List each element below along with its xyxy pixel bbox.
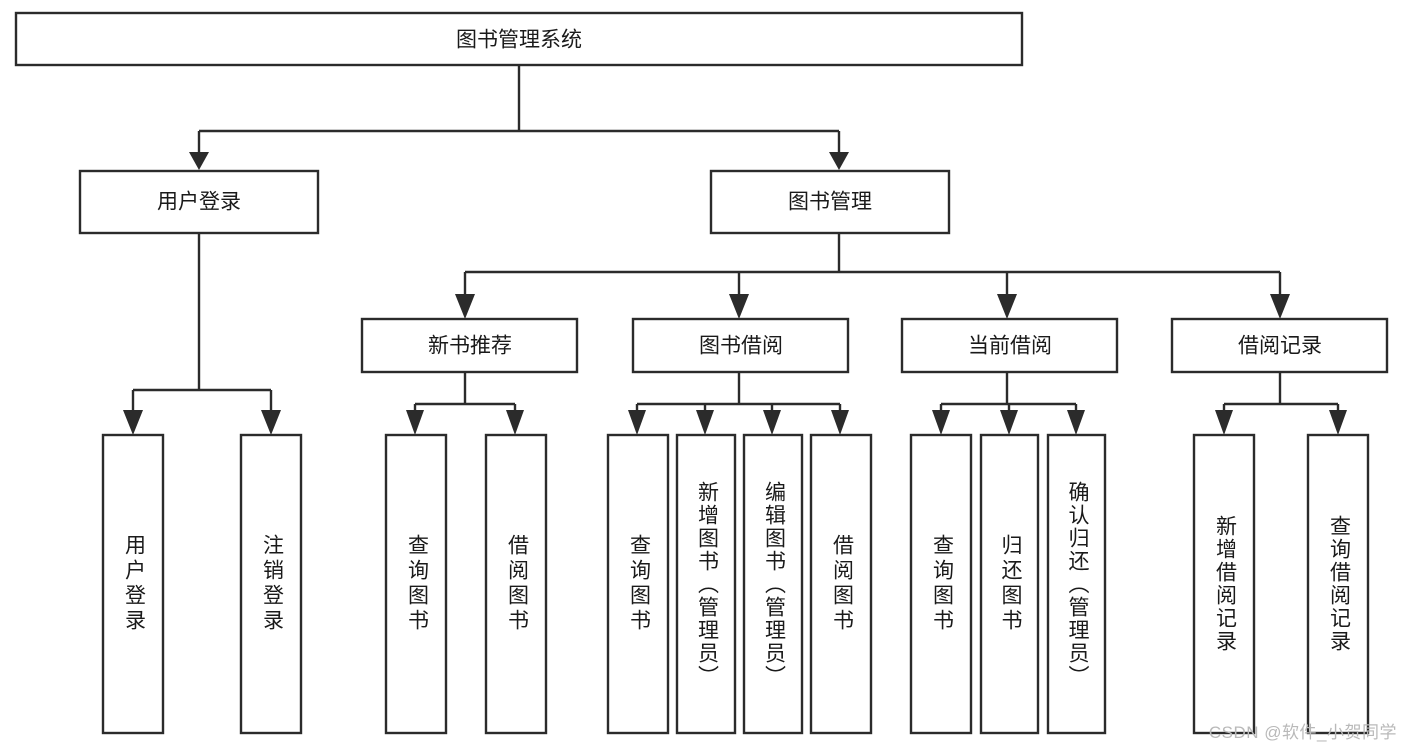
leaf-box-book-borrow-1[interactable] xyxy=(606,433,670,735)
leaf-group-new-book xyxy=(384,433,548,735)
arrowhead-bb-leaf-1 xyxy=(628,410,646,435)
leaf-box-current-borrow-2[interactable] xyxy=(979,433,1040,735)
arrowhead-borrow-record xyxy=(1270,294,1290,319)
arrowhead-bb-leaf-2 xyxy=(696,410,714,435)
leaf-label-book-borrow-1: 查询图书 xyxy=(627,534,651,634)
leaf-box-borrow-record-2[interactable] xyxy=(1306,433,1370,735)
new-book-recommend-box[interactable] xyxy=(360,317,579,374)
book-borrow-label: 图书借阅 xyxy=(699,335,783,358)
leaf-label-new-book-1: 查询图书 xyxy=(405,534,429,634)
root-box[interactable] xyxy=(14,11,1024,67)
leaf-group-borrow-record xyxy=(1192,433,1370,735)
leaf-box-user-login-1[interactable] xyxy=(101,433,165,735)
arrowhead-bb-leaf-3 xyxy=(763,410,781,435)
arrowhead-br-leaf-2 xyxy=(1329,410,1347,435)
arrowhead-bb-leaf-4 xyxy=(831,410,849,435)
borrow-record-box[interactable] xyxy=(1170,317,1389,374)
arrowhead-cb-leaf-2 xyxy=(1000,410,1018,435)
user-login-box[interactable] xyxy=(78,169,320,235)
leaf-box-borrow-record-1[interactable] xyxy=(1192,433,1256,735)
leaf-box-new-book-1[interactable] xyxy=(384,433,448,735)
node-current-borrow[interactable]: 当前借阅 xyxy=(900,317,1119,374)
arrowhead-nb-leaf-1 xyxy=(406,410,424,435)
leaf-group-book-borrow xyxy=(606,433,873,735)
node-book-borrow[interactable]: 图书借阅 xyxy=(631,317,850,374)
node-user-login[interactable]: 用户登录 xyxy=(78,169,320,235)
leaf-label-book-borrow-3: 编辑图书（管理员） xyxy=(762,480,786,688)
leaf-label-borrow-record-2: 查询借阅记录 xyxy=(1327,515,1351,653)
new-book-recommend-label: 新书推荐 xyxy=(428,335,512,358)
arrowhead-book-mgmt xyxy=(829,152,849,170)
leaf-box-book-borrow-4[interactable] xyxy=(809,433,873,735)
leaf-box-current-borrow-1[interactable] xyxy=(909,433,973,735)
leaf-label-user-login-2: 注销登录 xyxy=(260,534,284,634)
node-book-management[interactable]: 图书管理 xyxy=(709,169,951,235)
leaf-box-current-borrow-3[interactable] xyxy=(1046,433,1107,735)
leaf-label-book-borrow-2: 新增图书（管理员） xyxy=(695,480,719,688)
leaf-label-borrow-record-1: 新增借阅记录 xyxy=(1213,515,1237,653)
root-label: 图书管理系统 xyxy=(456,29,582,52)
leaf-box-user-login-2[interactable] xyxy=(239,433,303,735)
current-borrow-box[interactable] xyxy=(900,317,1119,374)
leaf-label-book-borrow-4: 借阅图书 xyxy=(830,534,854,634)
user-login-label: 用户登录 xyxy=(157,191,241,214)
node-root[interactable]: 图书管理系统 xyxy=(14,11,1024,67)
leaf-label-current-borrow-2: 归还图书 xyxy=(998,534,1022,634)
leaf-label-user-login-1: 用户登录 xyxy=(122,534,146,634)
arrowhead-new-book xyxy=(455,294,475,319)
node-borrow-record[interactable]: 借阅记录 xyxy=(1170,317,1389,374)
edge-group xyxy=(123,65,1347,435)
arrowhead-br-leaf-1 xyxy=(1215,410,1233,435)
current-borrow-label: 当前借阅 xyxy=(968,335,1052,358)
arrowhead-current-borrow xyxy=(997,294,1017,319)
node-new-book-recommend[interactable]: 新书推荐 xyxy=(360,317,579,374)
leaf-group-current-borrow xyxy=(909,433,1107,735)
arrowhead-ul-leaf-2 xyxy=(261,410,281,435)
leaf-label-current-borrow-3: 确认归还（管理员） xyxy=(1065,480,1089,688)
arrowhead-ul-leaf-1 xyxy=(123,410,143,435)
book-management-box[interactable] xyxy=(709,169,951,235)
book-borrow-box[interactable] xyxy=(631,317,850,374)
leaf-box-new-book-2[interactable] xyxy=(484,433,548,735)
arrowhead-cb-leaf-1 xyxy=(932,410,950,435)
arrowhead-nb-leaf-2 xyxy=(506,410,524,435)
leaf-group-user-login xyxy=(101,433,303,735)
leaf-label-current-borrow-1: 查询图书 xyxy=(930,534,954,634)
leaf-label-new-book-2: 借阅图书 xyxy=(505,534,529,634)
arrowhead-book-borrow xyxy=(729,294,749,319)
borrow-record-label: 借阅记录 xyxy=(1238,335,1322,358)
arrowhead-user-login xyxy=(189,152,209,170)
leaf-box-book-borrow-2[interactable] xyxy=(675,433,737,735)
book-management-label: 图书管理 xyxy=(788,191,872,214)
leaf-box-book-borrow-3[interactable] xyxy=(742,433,804,735)
arrowhead-cb-leaf-3 xyxy=(1067,410,1085,435)
